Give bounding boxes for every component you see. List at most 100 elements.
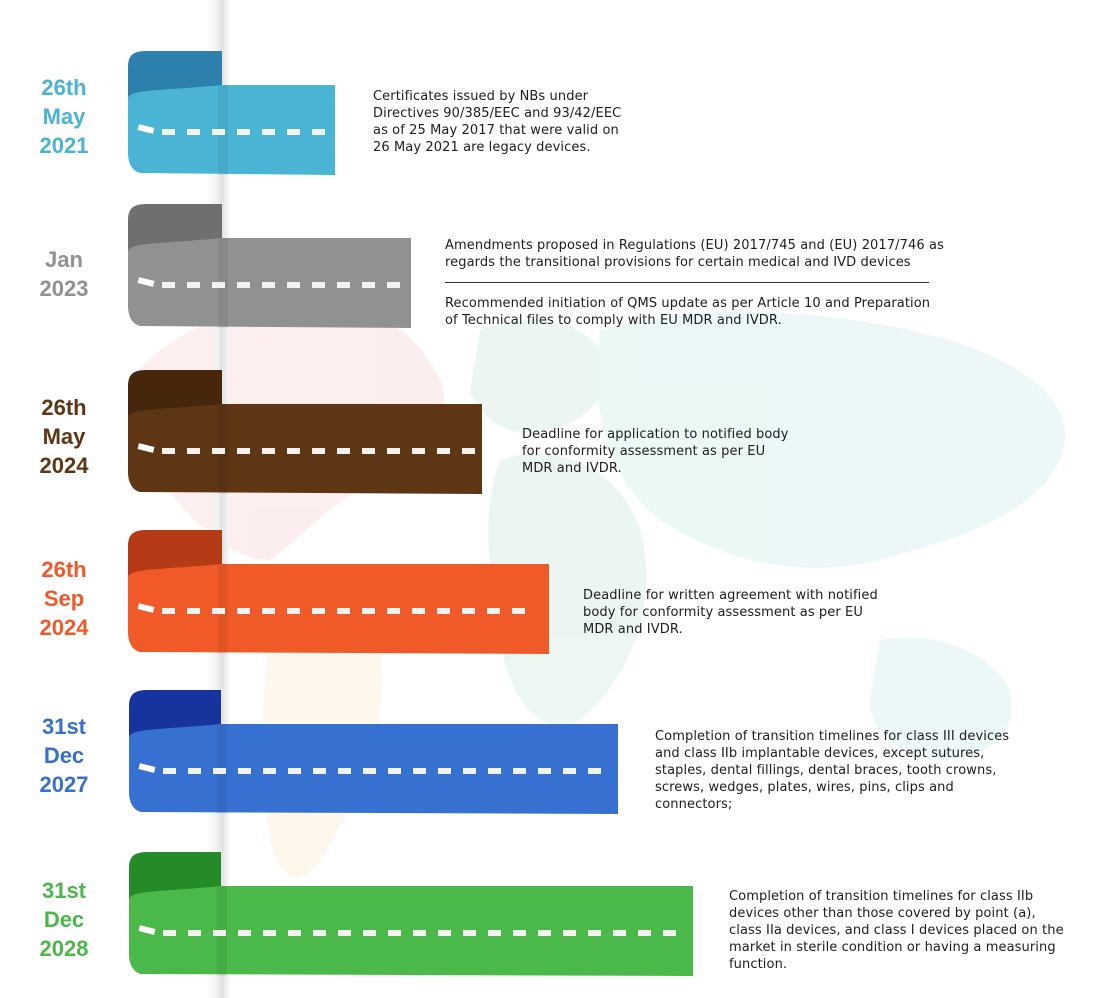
ribbon-dash	[137, 124, 155, 134]
ribbon-dash	[287, 448, 300, 454]
ribbon-dash	[488, 768, 501, 774]
ribbon-dash	[487, 608, 500, 614]
ribbon-dash	[463, 768, 476, 774]
ribbon-band	[128, 85, 335, 175]
timeline-ribbon	[128, 204, 411, 328]
ribbon-dash	[262, 608, 275, 614]
ribbon-dash	[213, 930, 226, 936]
ribbon-dash	[362, 448, 375, 454]
timeline-ribbon	[129, 852, 693, 976]
ribbon-dash	[238, 930, 251, 936]
milestone-date: Jan 2023	[39, 247, 89, 301]
timeline-ribbon	[128, 530, 549, 654]
milestone-description: Certificates issued by NBs under Directi…	[373, 89, 622, 155]
ribbon-dash	[137, 277, 155, 287]
ribbon-dash	[387, 448, 400, 454]
ribbon-dash	[187, 448, 200, 454]
ribbon-dash	[163, 930, 176, 936]
ribbon-dash	[288, 930, 301, 936]
milestone-date: 31st Dec 2027	[39, 714, 89, 797]
ribbon-dash	[438, 768, 451, 774]
ribbon-dash	[162, 448, 175, 454]
ribbon-dash	[287, 129, 300, 135]
ribbon-dash	[187, 282, 200, 288]
ribbon-dash	[312, 608, 325, 614]
ribbon-dash	[263, 930, 276, 936]
ribbon-dash	[263, 768, 276, 774]
ribbon-dash	[188, 768, 201, 774]
milestone-description: Recommended initiation of QMS update as …	[445, 296, 931, 328]
ribbon-dash	[338, 768, 351, 774]
ribbon-dash	[188, 930, 201, 936]
ribbon-band	[128, 404, 482, 494]
milestone-description: Amendments proposed in Regulations (EU) …	[445, 238, 944, 270]
ribbon-dash	[337, 608, 350, 614]
milestone-description: Completion of transition timelines for c…	[655, 729, 1010, 812]
ribbon-dash	[638, 930, 651, 936]
ribbon-dash	[337, 282, 350, 288]
ribbon-dash	[162, 608, 175, 614]
ribbon-dash	[363, 930, 376, 936]
ribbon-dash	[563, 768, 576, 774]
ribbon-dash	[312, 129, 325, 135]
ribbon-dash	[337, 448, 350, 454]
ribbon-dash	[488, 930, 501, 936]
ribbon-dash	[163, 768, 176, 774]
ribbon-dash	[237, 448, 250, 454]
ribbon-dash	[412, 448, 425, 454]
ribbon-dash	[237, 129, 250, 135]
ribbon-dash	[288, 768, 301, 774]
ribbon-dash	[312, 448, 325, 454]
ribbon-dash	[237, 608, 250, 614]
ribbon-dash	[363, 768, 376, 774]
ribbon-dash	[262, 129, 275, 135]
ribbon-dash	[437, 448, 450, 454]
ribbon-dash	[387, 608, 400, 614]
ribbon-dash	[463, 930, 476, 936]
ribbon-dash	[563, 930, 576, 936]
ribbon-dash	[312, 282, 325, 288]
ribbon-dash	[438, 930, 451, 936]
ribbon-dash	[388, 768, 401, 774]
ribbon-dash	[313, 930, 326, 936]
ribbon-dash	[287, 282, 300, 288]
ribbon-dash	[513, 768, 526, 774]
milestone-date: 26th May 2024	[39, 395, 89, 478]
ribbon-dash	[262, 282, 275, 288]
timeline-ribbon	[128, 51, 335, 175]
ribbon-dash	[137, 443, 155, 453]
milestone-description: Deadline for written agreement with noti…	[583, 588, 878, 637]
milestone-date: 31st Dec 2028	[39, 878, 89, 961]
ribbon-dash	[137, 603, 155, 613]
timeline-ribbon	[128, 370, 482, 494]
ribbon-dash	[162, 282, 175, 288]
ribbon-dash	[213, 768, 226, 774]
milestone-date: 26th Sep 2024	[39, 557, 89, 640]
ribbon-dash	[238, 768, 251, 774]
ribbon-dash	[513, 930, 526, 936]
ribbon-dash	[412, 608, 425, 614]
ribbon-dash	[237, 282, 250, 288]
ribbon-dash	[138, 763, 156, 773]
ribbon-dash	[588, 930, 601, 936]
milestone-description: Deadline for application to notified bod…	[522, 427, 789, 476]
ribbon-dash	[388, 930, 401, 936]
ribbon-dash	[613, 930, 626, 936]
ribbon-band	[129, 886, 693, 976]
ribbon-dash	[462, 448, 475, 454]
ribbon-dash	[387, 282, 400, 288]
ribbon-dash	[187, 608, 200, 614]
ribbon-dash	[362, 282, 375, 288]
ribbon-dash	[338, 930, 351, 936]
ribbon-dash	[362, 608, 375, 614]
ribbon-dash	[212, 448, 225, 454]
timeline-ribbon	[129, 690, 618, 814]
ribbon-dash	[413, 930, 426, 936]
ribbon-dash	[138, 925, 156, 935]
description-divider	[445, 282, 929, 283]
ribbon-dash	[512, 608, 525, 614]
ribbon-dash	[162, 129, 175, 135]
ribbon-dash	[212, 282, 225, 288]
ribbon-dash	[663, 930, 676, 936]
ribbon-dash	[538, 930, 551, 936]
